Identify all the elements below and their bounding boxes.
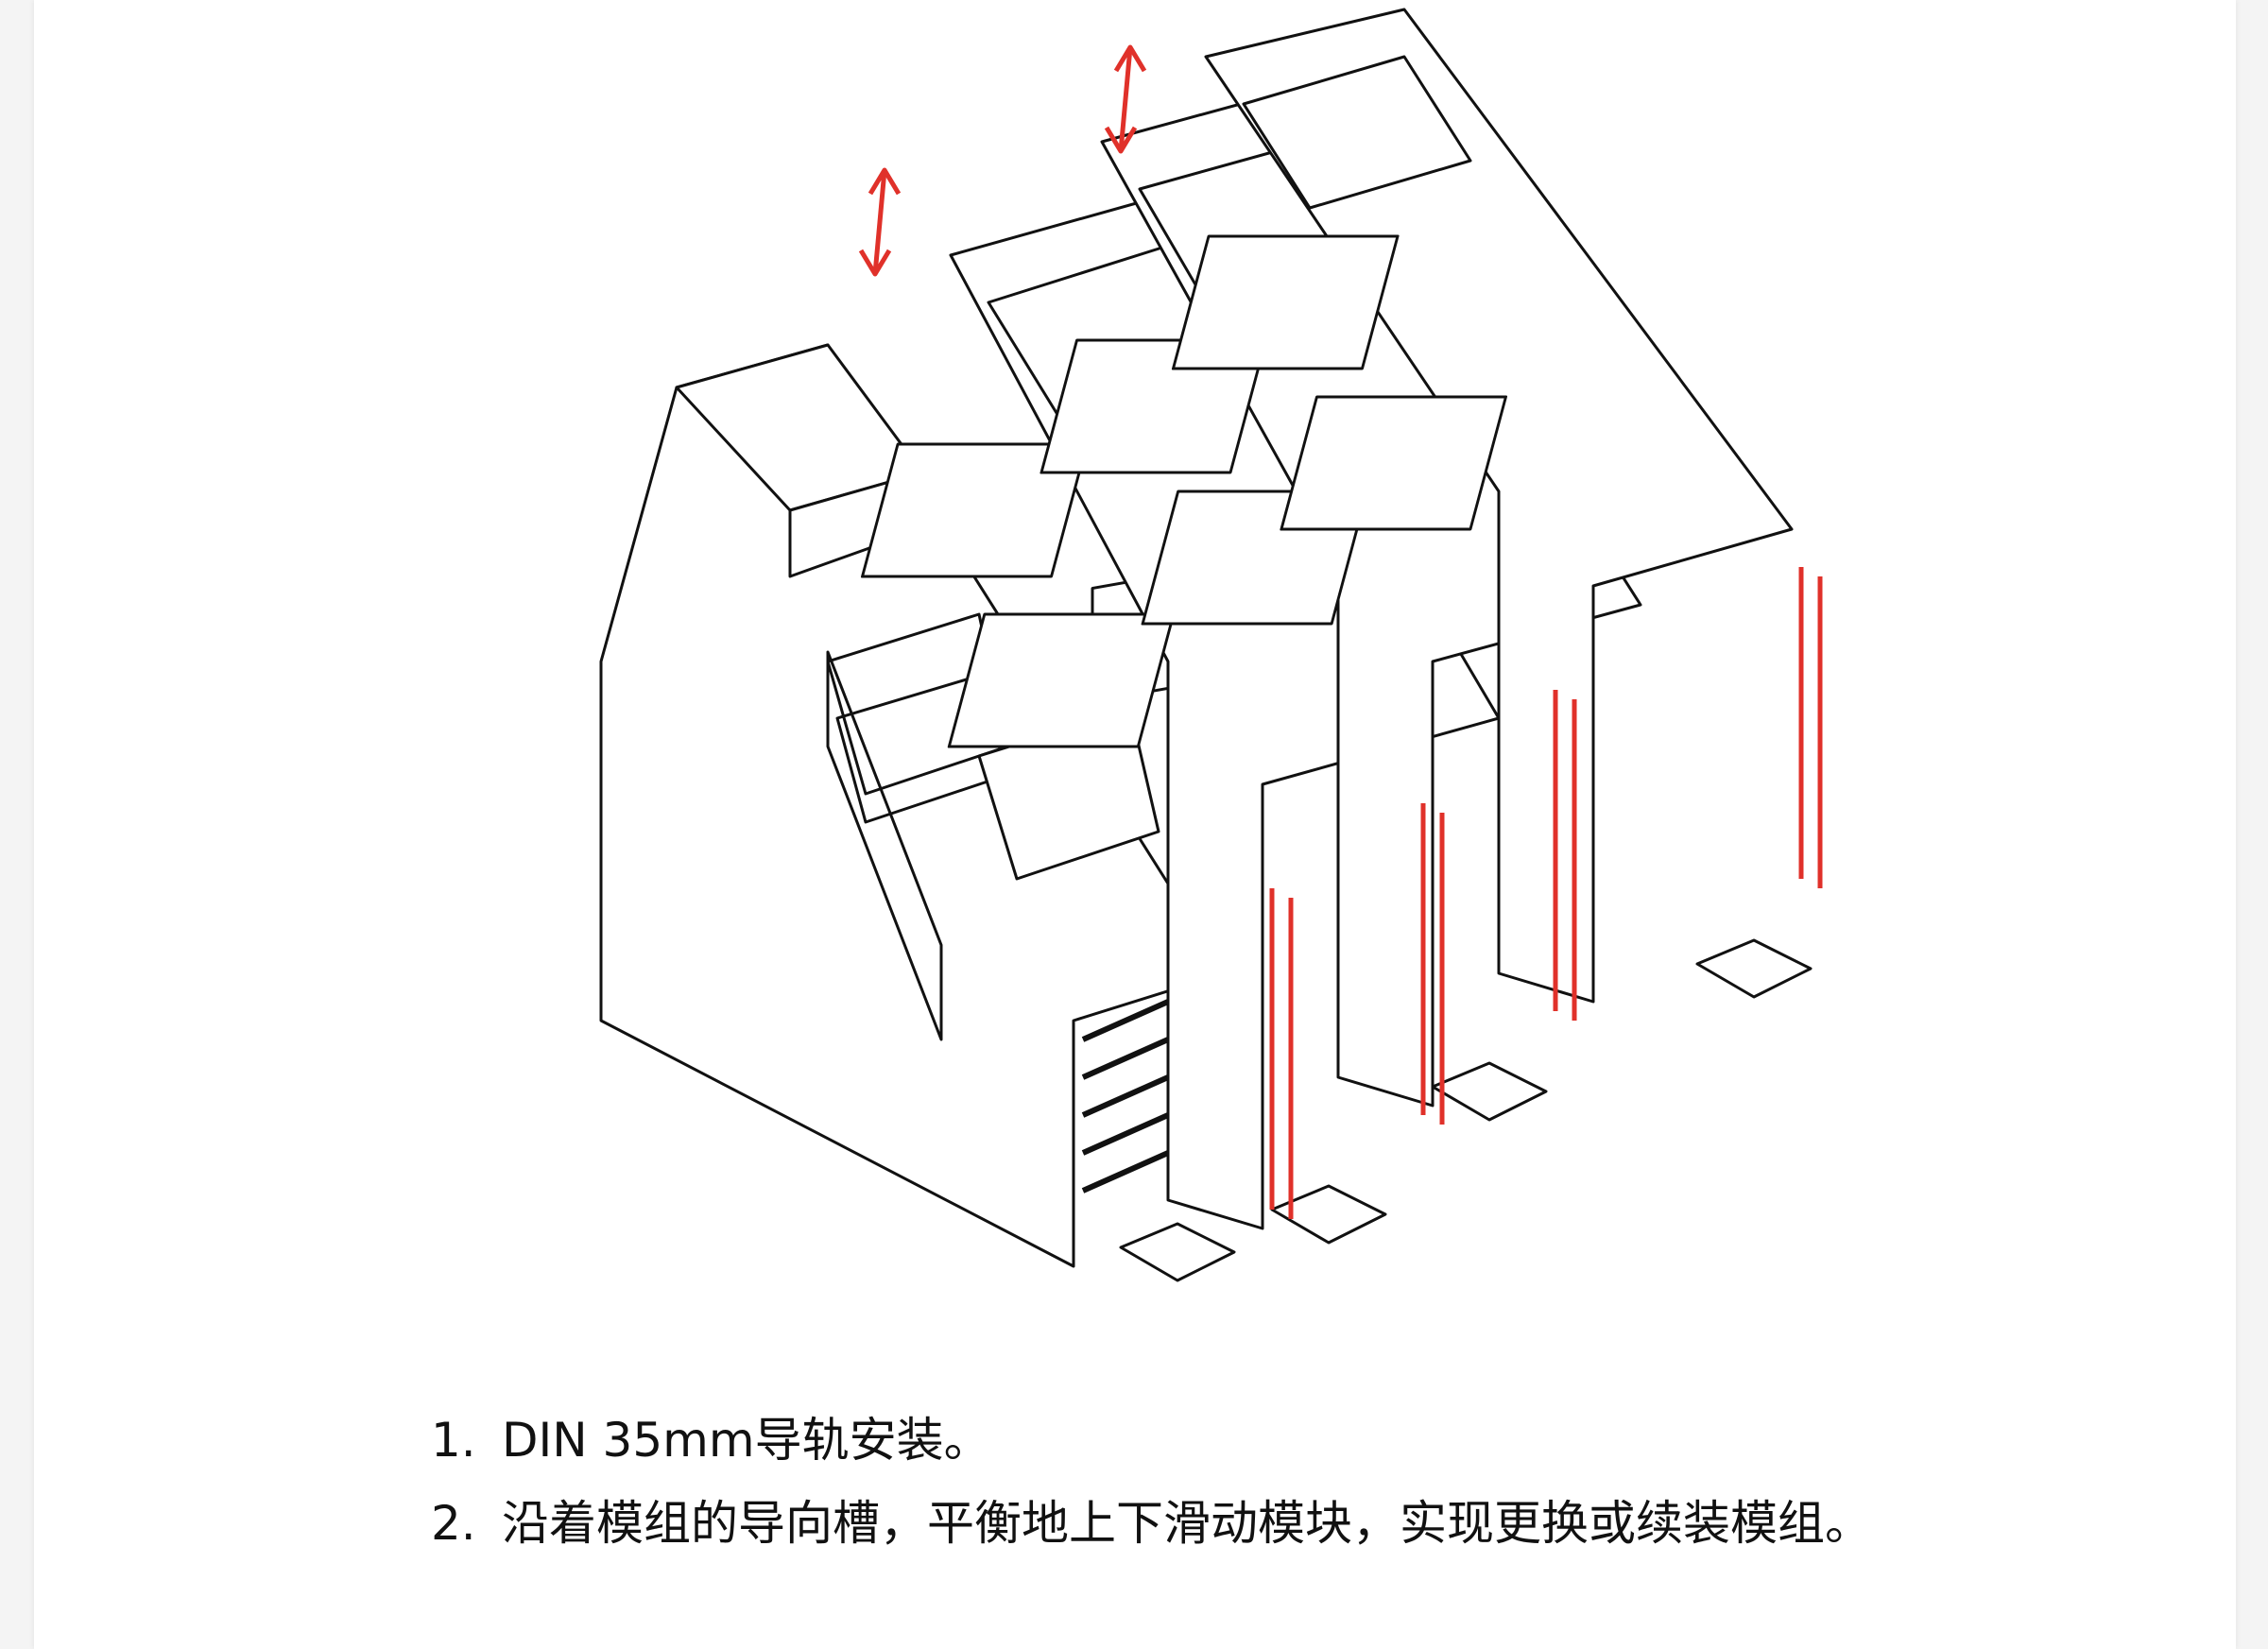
instruction-number: 1.	[431, 1413, 476, 1468]
instruction-item-1: 1. DIN 35mm导轨安装。	[431, 1399, 2132, 1482]
instruction-text: DIN 35mm导轨安装。	[502, 1413, 991, 1468]
head-module	[599, 343, 1236, 1282]
installation-instructions: 1. DIN 35mm导轨安装。 2. 沿着模组的导向槽，平衡地上下滑动模块，实…	[431, 1399, 2132, 1565]
io-module-3	[1171, 8, 1813, 1004]
slide-direction-arrow-1	[858, 167, 902, 277]
document-page: 1. DIN 35mm导轨安装。 2. 沿着模组的导向槽，平衡地上下滑动模块，实…	[34, 0, 2236, 1649]
instruction-number: 2.	[431, 1496, 476, 1551]
head-module-vent	[1081, 999, 1170, 1194]
instruction-item-2: 2. 沿着模组的导向槽，平衡地上下滑动模块，实现更换或续装模组。	[431, 1482, 2132, 1565]
din-rail-module-illustration	[34, 0, 2236, 1323]
guide-groove-highlights	[1269, 567, 1823, 1219]
instruction-text: 沿着模组的导向槽，平衡地上下滑动模块，实现更换或续装模组。	[502, 1496, 1872, 1551]
slide-direction-arrow-2	[1104, 44, 1147, 154]
